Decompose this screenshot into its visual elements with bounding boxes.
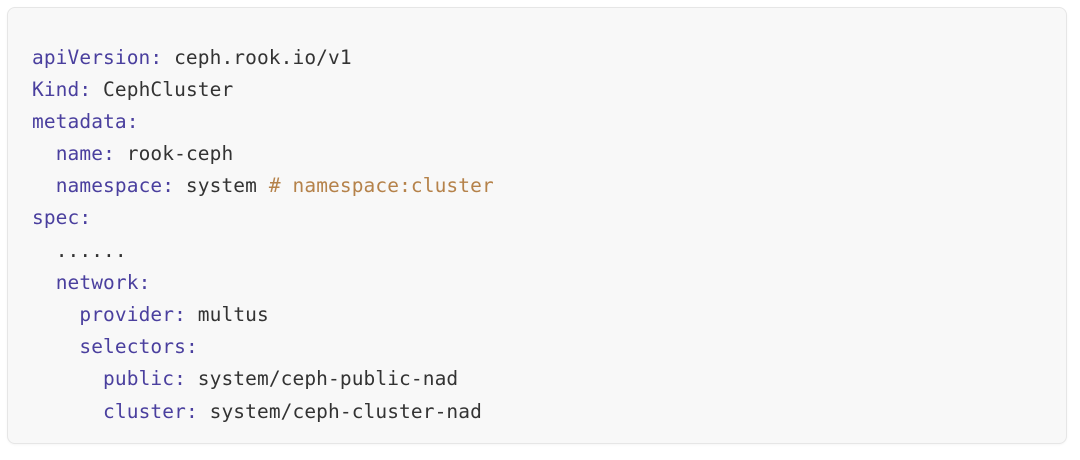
code-line: cluster: system/ceph-cluster-nad [32, 396, 1066, 428]
code-line: selectors: [32, 331, 1066, 363]
yaml-colon: : [185, 335, 198, 359]
yaml-key: public [103, 367, 175, 391]
yaml-value: ceph.rook.io/v1 [162, 45, 352, 69]
yaml-value: multus [185, 303, 269, 326]
yaml-key: spec [32, 206, 80, 230]
yaml-colon: : [126, 109, 139, 133]
yaml-colon: : [150, 45, 163, 69]
yaml-colon: : [103, 142, 115, 166]
yaml-key: name [55, 142, 104, 166]
yaml-colon: : [162, 174, 175, 198]
code-indent [32, 432, 56, 443]
code-line: ...... [32, 235, 1066, 267]
code-line: public: system/ceph-public-nad [32, 363, 1066, 395]
code-indent [32, 271, 56, 294]
yaml-colon: : [79, 77, 92, 101]
yaml-value: system/ceph-cluster-nad [197, 399, 482, 423]
code-ellipsis: ...... [55, 238, 127, 262]
yaml-key: namespace [55, 174, 163, 198]
yaml-value: CephCluster [91, 77, 234, 101]
yaml-key: apiVersion [32, 45, 151, 69]
code-line: apiVersion: ceph.rook.io/v1 [32, 42, 1066, 74]
yaml-colon: : [174, 367, 186, 391]
yaml-colon: : [185, 399, 198, 423]
yaml-colon: : [138, 270, 151, 294]
yaml-key: cluster [103, 399, 186, 423]
yaml-value: system [174, 174, 269, 198]
code-line: ...... [32, 428, 1066, 444]
code-indent [32, 367, 103, 390]
code-indent [32, 335, 79, 358]
code-line: metadata: [32, 106, 1066, 138]
code-indent [32, 400, 103, 423]
yaml-key: Kind [32, 77, 80, 101]
yaml-value: rook-ceph [114, 142, 234, 166]
code-line: Kind: CephCluster [32, 74, 1066, 106]
code-ellipsis: ...... [55, 431, 127, 444]
code-line: spec: [32, 202, 1066, 234]
yaml-key: metadata [32, 109, 127, 133]
code-indent [32, 174, 56, 197]
yaml-key: provider [79, 303, 175, 326]
code-indent [32, 239, 56, 262]
code-line: network: [32, 267, 1066, 299]
yaml-colon: : [79, 206, 92, 230]
yaml-key: selectors [79, 335, 186, 359]
yaml-value: system/ceph-public-nad [185, 367, 459, 391]
code-indent [32, 142, 56, 165]
yaml-comment: # namespace:cluster [268, 174, 494, 198]
code-line: name: rook-ceph [32, 138, 1066, 170]
yaml-colon: : [174, 303, 186, 326]
yaml-key: network [55, 270, 139, 294]
code-indent [32, 303, 79, 326]
code-line: namespace: system # namespace:cluster [32, 170, 1066, 202]
code-line: provider: multus [32, 299, 1066, 331]
